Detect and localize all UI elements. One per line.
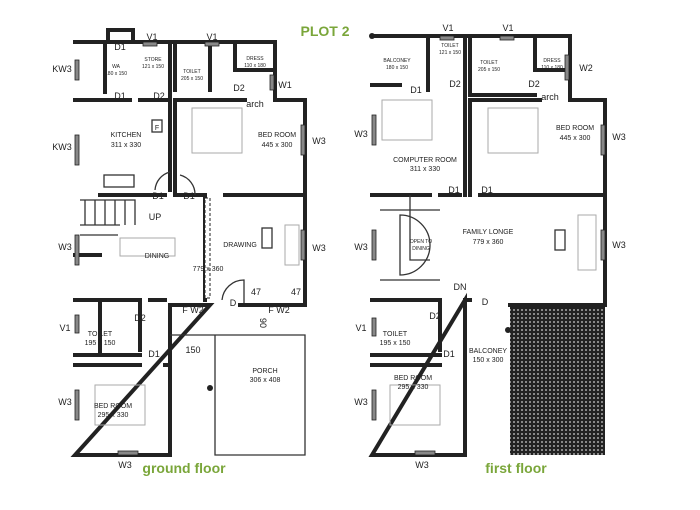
window-label: W3: [612, 132, 626, 142]
room-size: 779 x 360: [193, 266, 224, 273]
stair-down-label: DN: [454, 282, 467, 292]
window-label: W3: [415, 460, 429, 470]
door-label: D2: [153, 91, 165, 101]
room-label-balcony: BALCONEY: [469, 348, 507, 355]
room-size: 121 x 150: [439, 50, 461, 56]
room-label-bedroom: BED ROOM: [94, 403, 132, 410]
room-size: 445 x 300: [560, 135, 591, 142]
window-label: W3: [58, 397, 72, 407]
room-label-computer-room: COMPUTER ROOM: [393, 157, 457, 164]
ground-floor-caption: ground floor: [142, 460, 226, 476]
window-label: W3: [312, 243, 326, 253]
dimension: 150: [185, 345, 200, 355]
room-size: 306 x 408: [250, 377, 281, 384]
stair-up-label: UP: [149, 212, 162, 222]
room-label-kitchen: KITCHEN: [111, 132, 142, 139]
window-label: V1: [59, 323, 70, 333]
door-label: D1: [152, 191, 164, 201]
room-size: 195 x 150: [85, 340, 116, 347]
door-label: D1: [481, 185, 493, 195]
room-label-toilet: TOILET: [441, 43, 458, 49]
door-label: D1: [448, 185, 460, 195]
room-size: 195 x 150: [380, 340, 411, 347]
room-label-bedroom: BED ROOM: [556, 125, 594, 132]
window-label: W3: [312, 136, 326, 146]
open-to-dining-label: OPEN TO: [410, 239, 432, 245]
room-size: 311 x 330: [410, 166, 440, 173]
door-label: D1: [410, 85, 422, 95]
room-size: 180 x 150: [386, 65, 408, 71]
room-label-toilet: TOILET: [88, 331, 113, 338]
door-label: D1: [114, 42, 126, 52]
door-label: D: [482, 297, 489, 307]
room-label-wa: WA: [112, 64, 121, 70]
door-label: D2: [528, 79, 540, 89]
window-label: W3: [612, 240, 626, 250]
door-label: D1: [183, 191, 195, 201]
arch-label: arch: [541, 92, 559, 102]
door-label: D2: [429, 311, 441, 321]
room-label-dress: DRESS: [246, 56, 264, 62]
dimension: 47: [291, 287, 301, 297]
room-label-porch: PORCH: [252, 368, 277, 375]
first-floor-caption: first floor: [485, 460, 547, 476]
door-label: D1: [148, 349, 160, 359]
door-label: D1: [443, 349, 455, 359]
door-label: D1: [114, 91, 126, 101]
room-label-dress: DRESS: [543, 58, 561, 64]
room-label-store: STORE: [144, 57, 162, 63]
room-size: 110 x 180: [244, 63, 266, 69]
window-label: W3: [354, 242, 368, 252]
hatched-terrace: [510, 307, 605, 455]
window-label: W3: [118, 460, 132, 470]
room-size: 180 x 150: [105, 71, 127, 77]
plot-title: PLOT 2: [300, 23, 349, 39]
room-size: 110 x 180: [541, 65, 563, 71]
door-label: D2: [449, 79, 461, 89]
room-size: 150 x 300: [473, 357, 504, 364]
window-label: V1: [502, 23, 513, 33]
window-label: V1: [442, 23, 453, 33]
room-size: 445 x 300: [262, 142, 293, 149]
room-size: 295 x 330: [98, 412, 129, 419]
window-label: F W2: [182, 305, 204, 315]
room-size: 779 x 360: [473, 239, 504, 246]
door-label: D2: [134, 313, 146, 323]
room-label-toilet: TOILET: [383, 331, 408, 338]
first-floor-plan: BALCONEY 180 x 150 TOILET 121 x 150 TOIL…: [354, 23, 626, 476]
room-label-drawing: DRAWING: [223, 242, 257, 249]
room-label-bedroom: BED ROOM: [394, 375, 432, 382]
room-size: 121 x 150: [142, 64, 164, 70]
room-size: 205 x 150: [478, 67, 500, 73]
dimension: 90: [258, 318, 268, 328]
window-label: W2: [579, 63, 593, 73]
room-size: 311 x 330: [111, 142, 141, 149]
window-label: W3: [58, 242, 72, 252]
door-label: D2: [233, 83, 245, 93]
room-label-bedroom: BED ROOM: [258, 132, 296, 139]
window-label: W1: [278, 80, 292, 90]
window-label: W3: [354, 129, 368, 139]
window-label: KW3: [52, 142, 72, 152]
window-label: KW3: [52, 64, 72, 74]
room-label-toilet: TOILET: [183, 69, 200, 75]
arch-label: arch: [246, 99, 264, 109]
dimension: 47: [251, 287, 261, 297]
window-label: V1: [355, 323, 366, 333]
fridge-label: F: [155, 125, 159, 132]
window-label: V1: [146, 32, 157, 42]
room-size: 295 x 330: [398, 384, 429, 391]
window-label: F W2: [268, 305, 290, 315]
ground-floor-plan: WA 180 x 150 STORE 121 x 150 TOILET 205 …: [52, 28, 326, 476]
room-label-family-lounge: FAMILY LONGE: [463, 229, 514, 236]
window-label: W3: [354, 397, 368, 407]
room-label-balcony: BALCONEY: [383, 58, 411, 64]
door-label: D: [230, 298, 237, 308]
open-to-dining-label: DINING: [412, 246, 430, 252]
room-label-toilet: TOILET: [480, 60, 497, 66]
room-size: 205 x 150: [181, 76, 203, 82]
room-label-dining: DINING: [145, 253, 170, 260]
window-label: V1: [206, 32, 217, 42]
